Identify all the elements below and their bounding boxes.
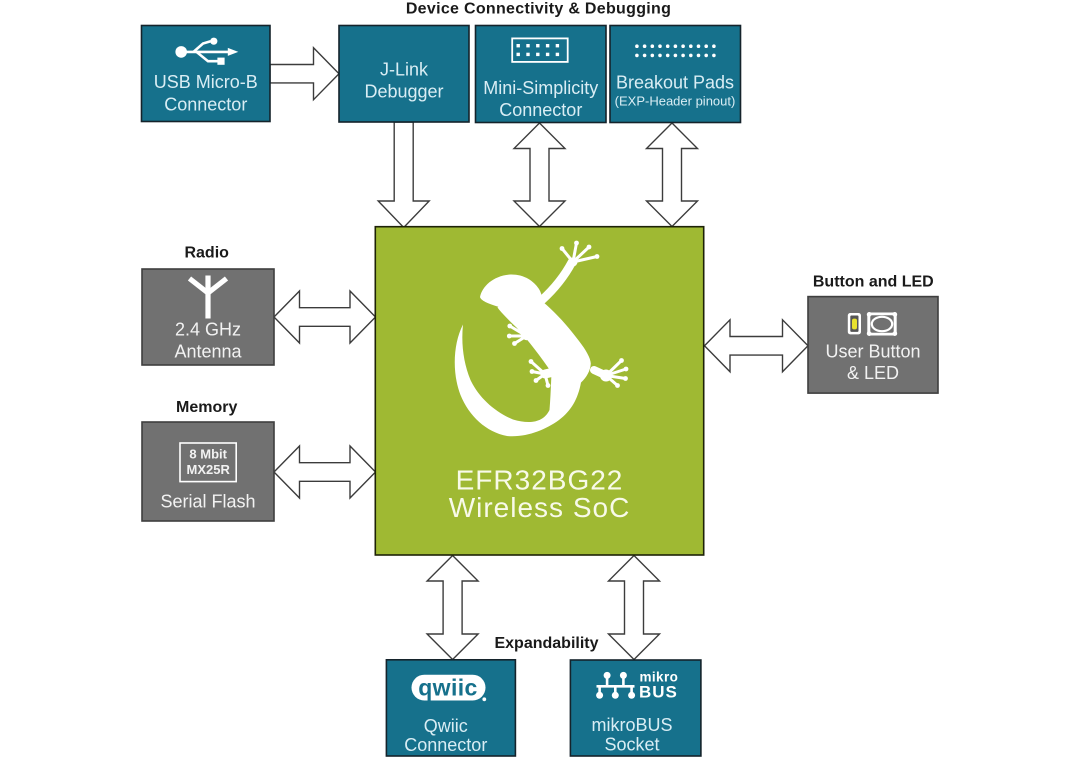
- svg-text:Connector: Connector: [404, 735, 487, 755]
- svg-text:Radio: Radio: [184, 245, 229, 262]
- svg-text:Breakout Pads: Breakout Pads: [616, 73, 734, 93]
- svg-text:Serial Flash: Serial Flash: [160, 492, 255, 512]
- svg-text:Mini-Simplicity: Mini-Simplicity: [483, 78, 598, 98]
- svg-text:Debugger: Debugger: [364, 82, 443, 102]
- svg-text:Button and LED: Button and LED: [813, 274, 934, 291]
- svg-text:Device Connectivity & Debuggin: Device Connectivity & Debugging: [406, 1, 671, 18]
- svg-text:& LED: & LED: [847, 363, 899, 383]
- svg-text:Antenna: Antenna: [174, 342, 242, 362]
- svg-text:(EXP-Header pinout): (EXP-Header pinout): [615, 94, 736, 109]
- svg-text:User Button: User Button: [825, 342, 920, 362]
- svg-text:Memory: Memory: [176, 399, 237, 416]
- svg-text:Socket: Socket: [604, 734, 659, 754]
- svg-text:Connector: Connector: [499, 100, 582, 120]
- svg-text:mikroBUS: mikroBUS: [591, 715, 672, 735]
- svg-text:Wireless SoC: Wireless SoC: [449, 492, 631, 523]
- svg-text:BUS: BUS: [639, 683, 678, 702]
- svg-text:mikro: mikro: [640, 670, 679, 685]
- svg-text:qwiic: qwiic: [418, 675, 478, 701]
- svg-text:Connector: Connector: [164, 95, 247, 115]
- svg-text:MX25R: MX25R: [187, 462, 231, 477]
- svg-text:J-Link: J-Link: [380, 60, 429, 80]
- svg-text:2.4 GHz: 2.4 GHz: [175, 320, 241, 340]
- svg-text:8 Mbit: 8 Mbit: [189, 447, 227, 462]
- svg-text:Expandability: Expandability: [494, 635, 598, 652]
- svg-text:USB Micro-B: USB Micro-B: [154, 72, 258, 92]
- svg-text:EFR32BG22: EFR32BG22: [456, 465, 624, 496]
- svg-text:Qwiic: Qwiic: [424, 716, 468, 736]
